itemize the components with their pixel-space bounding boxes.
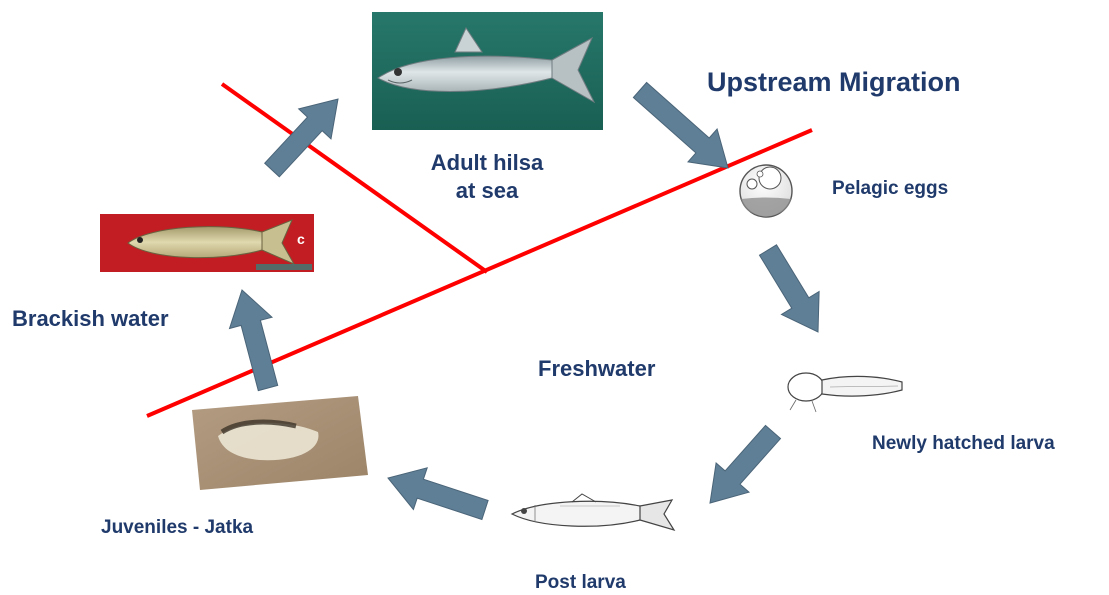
juveniles-label: Juveniles - Jatka [101,516,253,540]
adult-hilsa-label-line2: at sea [404,177,570,205]
adult-hilsa-label-line1: Adult hilsa [404,149,570,177]
pelagic-eggs-label: Pelagic eggs [832,177,948,201]
brackish-specimen-letter: c [297,231,305,247]
arrow-postlarva-to-juvenile-block-arrow-icon [388,468,488,520]
arrow-brackish-to-sea-block-arrow-icon [265,99,338,177]
pelagic-egg-sketch [740,165,792,217]
newly-hatched-larva-sketch [788,373,902,412]
arrow-larva-to-postlarva-block-arrow-icon [710,425,781,503]
brackish-fish-photo [100,214,314,272]
newly-hatched-larva-label: Newly hatched larva [872,432,1055,456]
adult-hilsa-label: Adult hilsa at sea [404,149,570,204]
migration-title: Upstream Migration [707,66,961,100]
arrow-eggs-to-larva-block-arrow-icon [760,245,820,332]
brackish-water-label: Brackish water [12,305,169,333]
post-larva-label: Post larva [535,571,626,595]
post-larva-sketch [512,494,674,530]
freshwater-zone-label: Freshwater [538,355,655,383]
adult-hilsa-photo [372,12,603,130]
juveniles-photo [192,396,368,490]
